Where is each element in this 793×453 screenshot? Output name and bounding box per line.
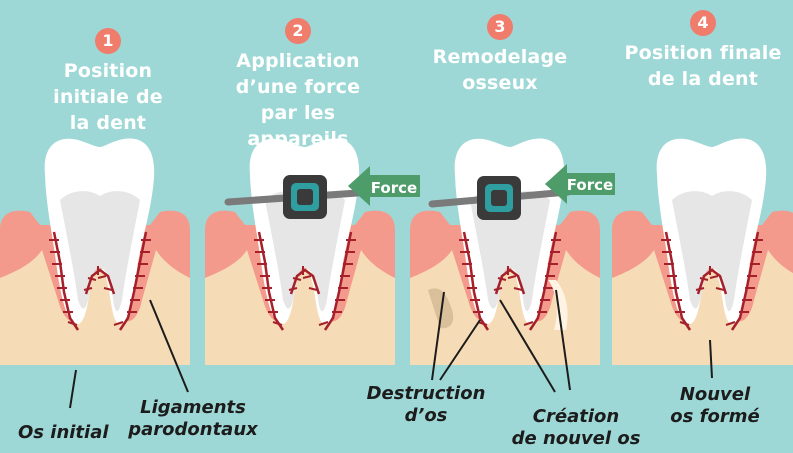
force-label-step-2: Force bbox=[371, 179, 417, 197]
label-destruction-os: Destruction d’os bbox=[366, 383, 486, 427]
tooth-step-4 bbox=[612, 138, 793, 365]
force-label-step-3: Force bbox=[567, 176, 613, 194]
label-creation-nouvel-os: Création de nouvel os bbox=[506, 406, 646, 450]
label-ligaments-parodontaux: Ligaments parodontaux bbox=[128, 397, 258, 441]
tooth-step-1 bbox=[0, 138, 190, 365]
label-os-initial: Os initial bbox=[18, 422, 109, 444]
label-nouvel-os-forme: Nouvel os formé bbox=[660, 384, 770, 428]
